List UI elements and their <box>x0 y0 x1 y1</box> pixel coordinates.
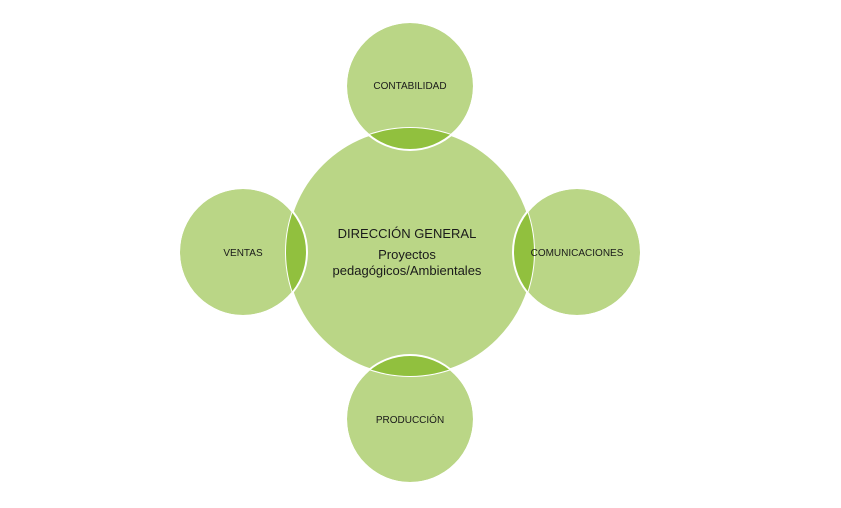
outline-right <box>512 187 642 317</box>
label-contabilidad: CONTABILIDAD <box>373 81 446 92</box>
label-ventas: VENTAS <box>223 248 263 259</box>
center-subtitle-line1: Proyectos <box>378 247 436 262</box>
center-subtitle-line2: pedagógicos/Ambientales <box>333 263 482 278</box>
outline-bottom <box>345 354 475 484</box>
outline-top <box>345 21 475 151</box>
label-comunicaciones: COMUNICACIONES <box>531 248 624 259</box>
center-title: DIRECCIÓN GENERAL <box>338 226 477 241</box>
outline-left <box>178 187 308 317</box>
label-produccion: PRODUCCIÓN <box>376 413 444 426</box>
